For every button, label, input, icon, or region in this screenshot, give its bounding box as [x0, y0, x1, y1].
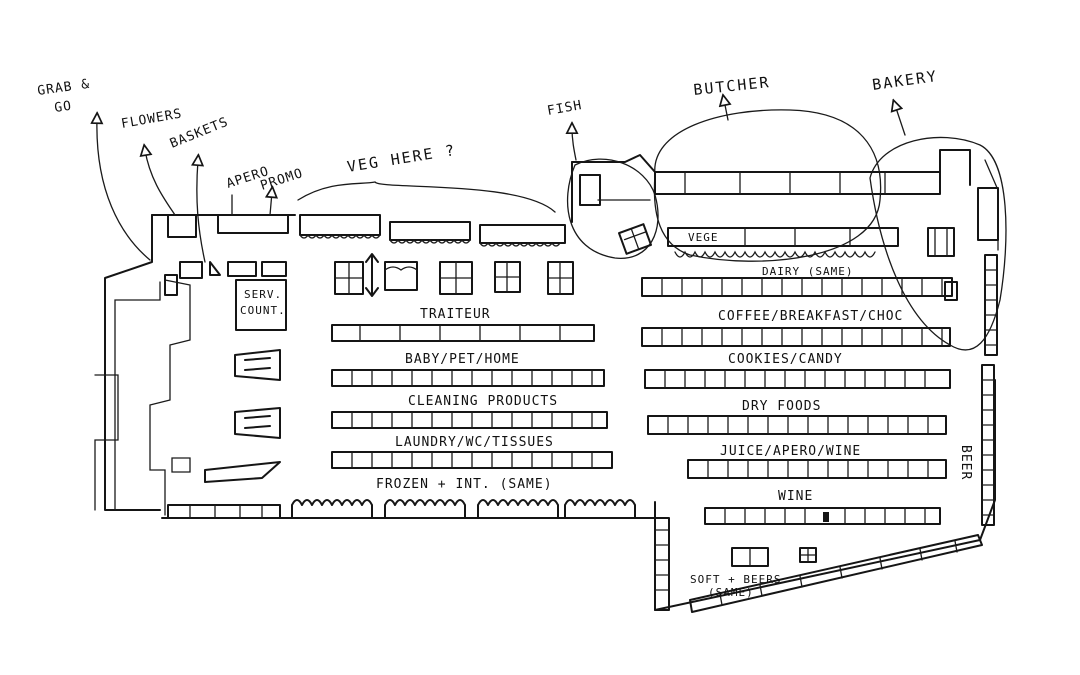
baskets-pointer-arrow [197, 160, 206, 263]
store-outline [94, 149, 999, 611]
fish-display-table [618, 223, 652, 255]
frozen-int-label: FROZEN + INT. (SAME) [376, 477, 553, 492]
beer-wall-shelf [981, 254, 998, 526]
juice-apero-wine-label: JUICE/APERO/WINE [720, 444, 861, 459]
produce-table [547, 261, 574, 295]
produce-table [439, 261, 473, 295]
shelf-traiteur [331, 324, 595, 342]
fish-zone [566, 158, 659, 259]
grab-go-pointer-arrow [97, 118, 151, 261]
coffee-breakfast-choc-label: COFFEE/BREAKFAST/CHOC [718, 309, 903, 324]
promo-pointer-arrow [270, 192, 272, 216]
butcher-label: BUTCHER [693, 73, 772, 99]
veg-here-label: VEG HERE ? [346, 141, 458, 176]
vege-label: VEGE [688, 231, 719, 244]
butcher-zone [653, 109, 882, 262]
produce-display-tables [334, 253, 574, 297]
butcher-pointer-arrow [724, 100, 728, 121]
service-counter-label-line2: COUNT. [240, 304, 286, 317]
shelf-coffee-breakfast-choc [641, 327, 951, 347]
right-aisle-shelves [641, 277, 953, 525]
fresh-counters [579, 171, 999, 301]
top-left-counters [164, 214, 566, 296]
shelf-dry-foods [647, 415, 947, 435]
frozen-cabinets [167, 499, 636, 519]
produce-table [494, 261, 521, 293]
arrow-icon [365, 253, 379, 297]
laundry-wc-tissues-label: LAUNDRY/WC/TISSUES [395, 435, 554, 450]
soft-drinks-area [654, 517, 983, 613]
annotation-labels: GRAB & GO FLOWERS BASKETS APERO PROMO VE… [36, 67, 973, 599]
bakery-zone [869, 136, 1007, 351]
soft-beers-label-line1: SOFT + BEERS [690, 573, 781, 586]
left-aisle-shelves [331, 324, 613, 469]
bakery-pointer-arrow [895, 105, 906, 136]
grab-go-label-line1: GRAB & [36, 77, 91, 99]
flowers-pointer-arrow [145, 150, 176, 216]
shelf-laundry-wc-tissues [331, 451, 613, 469]
left-displays [171, 349, 281, 483]
baby-pet-home-label: BABY/PET/HOME [405, 352, 520, 367]
cookies-candy-label: COOKIES/CANDY [728, 352, 843, 367]
bakery-label: BAKERY [871, 67, 939, 94]
dry-foods-label: DRY FOODS [742, 399, 821, 414]
shelf-wine [704, 507, 941, 525]
shelf-cookies-candy [644, 369, 951, 389]
fish-pointer-arrow [572, 128, 576, 161]
grab-go-label-line2: GO [53, 99, 73, 116]
service-counter-label-line1: SERV. [244, 288, 282, 301]
shelf-baby-pet-home [331, 369, 605, 387]
traiteur-label: TRAITEUR [420, 307, 491, 322]
produce-table [334, 261, 364, 295]
shelf-juice-apero-wine [687, 459, 947, 479]
produce-table [384, 261, 418, 291]
shelf-dairy [641, 277, 953, 297]
soft-beers-label-line2: (SAME) [708, 586, 754, 599]
dairy-label: DAIRY (SAME) [762, 265, 853, 278]
veg-area-bracket [297, 181, 556, 213]
flowers-label: FLOWERS [120, 106, 183, 132]
service-counter: SERV. COUNT. [235, 279, 287, 331]
cleaning-products-label: CLEANING PRODUCTS [408, 394, 558, 409]
wine-label: WINE [778, 489, 813, 504]
beer-label: BEER [958, 445, 973, 480]
bakery-counter [927, 187, 999, 301]
label-pointers [97, 100, 906, 263]
fish-label: FISH [546, 98, 583, 119]
shelf-cleaning-products [331, 411, 608, 429]
